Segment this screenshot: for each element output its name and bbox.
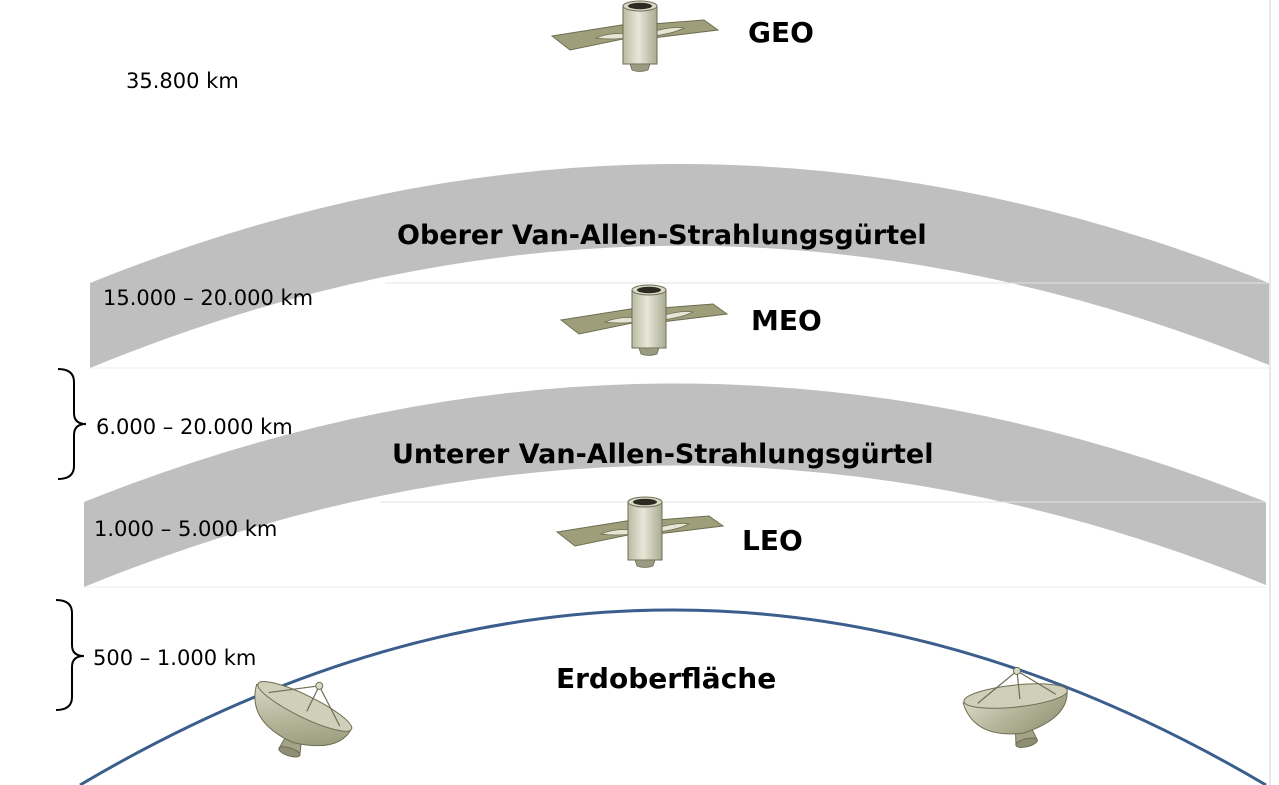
leo-satellite-icon [556,496,724,568]
lower-belt-brace [57,368,87,480]
surface-altitude: 500 – 1.000 km [93,646,257,670]
upper-belt-band [90,164,1269,368]
geo-label: GEO [748,16,814,49]
leo-label: LEO [742,524,803,557]
surface-brace [55,599,85,711]
leo-altitude: 1.000 – 5.000 km [94,517,278,541]
geo-satellite-icon [551,0,719,72]
lower-belt-label: Unterer Van-Allen-Strahlungsgürtel [392,439,934,470]
surface-label: Erdoberfläche [556,662,777,695]
lower-belt-altitude: 6.000 – 20.000 km [96,415,293,439]
geo-altitude: 35.800 km [126,69,239,93]
upper-belt-label: Oberer Van-Allen-Strahlungsgürtel [397,220,927,251]
meo-altitude: 15.000 – 20.000 km [103,286,314,310]
lower-belt-band [84,383,1266,587]
meo-satellite-icon [560,284,728,356]
meo-label: MEO [751,304,822,337]
ground-dish-right-icon [956,655,1081,760]
